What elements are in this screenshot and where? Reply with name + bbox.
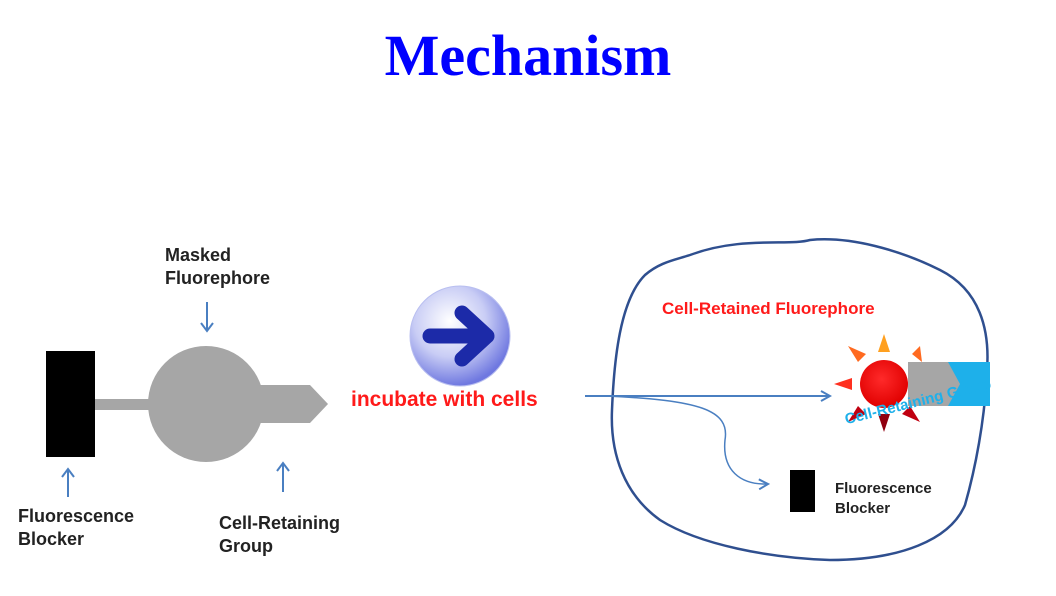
arrow-up-icon	[276, 461, 290, 492]
masked-fluorephore-circle	[148, 346, 264, 462]
label-line: Cell-Retaining	[219, 513, 341, 533]
arrow-to-blocker	[604, 395, 768, 484]
fluorescence-blocker-released	[790, 470, 815, 512]
label-line: Blocker	[835, 500, 891, 517]
label-line: Group	[219, 536, 273, 556]
cell-retained-fluorephore-label: Cell-Retained Fluorephore	[662, 299, 875, 318]
incubate-label: incubate with cells	[351, 388, 538, 411]
gray-linker-shape	[908, 362, 966, 406]
linker-bar	[95, 399, 155, 410]
arrow-right-circle-icon	[409, 285, 511, 387]
masked-fluorephore-label: Masked Fluorephore	[165, 244, 270, 290]
released-blocker-label: Fluorescence Blocker	[835, 479, 932, 519]
fluorescence-blocker-block	[46, 351, 95, 457]
cell-retaining-group-shape	[255, 385, 328, 423]
fluorescence-blocker-label: Fluorescence Blocker	[18, 505, 134, 551]
cell-retaining-group-cyan	[948, 362, 990, 406]
cell-outline	[610, 238, 989, 562]
label-line: Masked	[165, 245, 232, 265]
label-line: Blocker	[18, 529, 85, 549]
page-title: Mechanism	[384, 23, 672, 88]
label-line: Fluorescence	[835, 480, 932, 497]
label-line: Fluorephore	[165, 268, 271, 288]
cell-retaining-group-label: Cell-Retaining Group	[219, 512, 340, 558]
arrow-up-icon	[61, 467, 75, 497]
label-line: Fluorescence	[18, 506, 135, 526]
sun-fluorophore-icon	[834, 334, 934, 432]
arrow-down-icon	[200, 302, 214, 333]
